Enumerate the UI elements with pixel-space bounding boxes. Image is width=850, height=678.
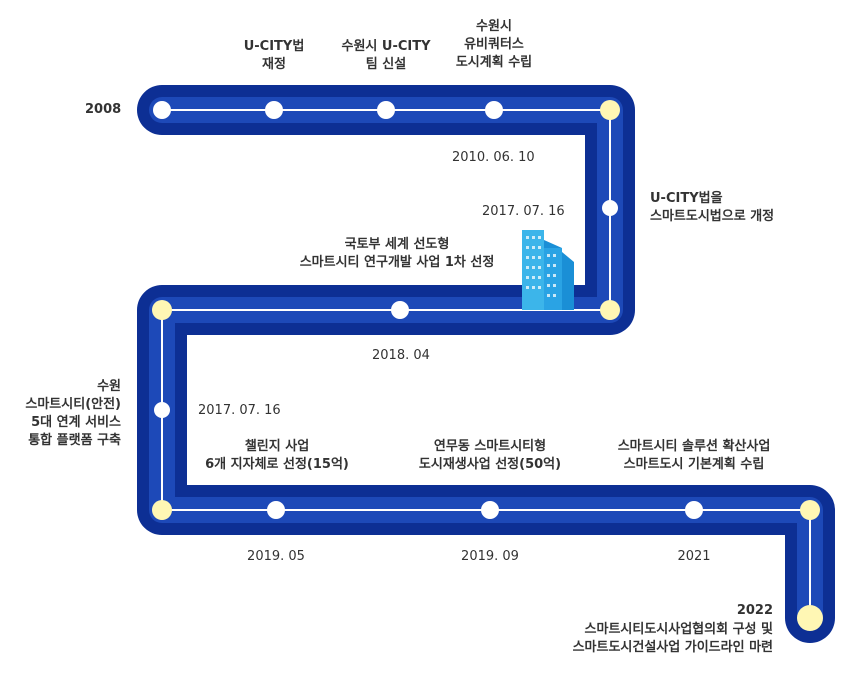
event-ucity-law-line1: U-CITY법 <box>243 39 305 54</box>
date-2017b-label: 2017. 07. 16 <box>198 403 281 418</box>
node-2019-09 <box>481 501 499 519</box>
event-law-amend-line2: 스마트도시법으로 개정 <box>650 209 775 224</box>
event-challenge: 챌린지 사업 6개 지자체로 선정(15억) <box>205 438 349 474</box>
event-solution-line1: 스마트시티 솔루션 확산사업 <box>617 439 771 454</box>
node-ucity-team <box>377 101 395 119</box>
date-2018-label: 2018. 04 <box>372 348 430 363</box>
event-suwon-platform-line4: 통합 플랫폼 구축 <box>28 433 121 448</box>
event-molit-selection-line1: 국토부 세계 선도형 <box>344 237 450 252</box>
event-ubiquitous-plan-line3: 도시계획 수립 <box>455 55 533 70</box>
event-ucity-law-line2: 재정 <box>262 57 286 72</box>
event-suwon-platform-line1: 수원 <box>97 379 121 394</box>
event-molit-selection-line2: 스마트시티 연구개발 사업 1차 선정 <box>299 255 495 270</box>
end-year-label: 2022 <box>736 603 773 618</box>
timeline-path-outer <box>137 85 835 643</box>
node-corner-4 <box>152 500 172 520</box>
node-2018 <box>391 301 409 319</box>
node-corner-1 <box>600 100 620 120</box>
event-2022: 스마트시티도시사업협의회 구성 및 스마트도시건설사업 가이드라인 마련 <box>573 621 773 657</box>
node-2021 <box>685 501 703 519</box>
event-ubiquitous-plan-line1: 수원시 <box>476 19 512 34</box>
node-law-amend <box>602 200 618 216</box>
event-2022-line1: 스마트시티도시사업협의회 구성 및 <box>584 622 773 637</box>
event-yeonmu: 연무동 스마트시티형 도시재생사업 선정(50억) <box>419 438 561 474</box>
node-suwon-platform <box>154 402 170 418</box>
node-ucity-law <box>265 101 283 119</box>
event-ucity-team-line1: 수원시 U-CITY <box>341 39 431 54</box>
timeline-path-inner <box>149 97 823 631</box>
date-2019-05-label: 2019. 05 <box>247 549 305 564</box>
node-corner-5 <box>800 500 820 520</box>
event-yeonmu-line1: 연무동 스마트시티형 <box>433 439 547 454</box>
event-suwon-platform-line2: 스마트시티(안전) <box>25 397 121 412</box>
node-2008 <box>153 101 171 119</box>
event-ucity-team: 수원시 U-CITY 팀 신설 <box>341 38 430 74</box>
node-2022 <box>797 605 823 631</box>
node-corner-3 <box>152 300 172 320</box>
date-2017a-label: 2017. 07. 16 <box>482 204 565 219</box>
event-challenge-line1: 챌린지 사업 <box>244 439 310 454</box>
event-2022-line2: 스마트도시건설사업 가이드라인 마련 <box>572 640 773 655</box>
node-ubiquitous-plan <box>485 101 503 119</box>
event-molit-selection: 국토부 세계 선도형 스마트시티 연구개발 사업 1차 선정 <box>300 236 495 272</box>
event-suwon-platform: 수원 스마트시티(안전) 5대 연계 서비스 통합 플랫폼 구축 <box>25 378 121 450</box>
city-building-icon <box>522 230 574 310</box>
event-law-amend-line1: U-CITY법을 <box>650 191 723 206</box>
date-2021-label: 2021 <box>677 549 711 564</box>
event-solution: 스마트시티 솔루션 확산사업 스마트도시 기본계획 수립 <box>618 438 771 474</box>
event-ubiquitous-plan: 수원시 유비쿼터스 도시계획 수립 <box>456 18 532 72</box>
date-2019-09-label: 2019. 09 <box>461 549 519 564</box>
node-2019-05 <box>267 501 285 519</box>
date-2010-label: 2010. 06. 10 <box>452 150 535 165</box>
timeline-path-line <box>161 109 811 618</box>
event-challenge-line2: 6개 지자체로 선정(15억) <box>205 457 349 472</box>
event-solution-line2: 스마트도시 기본계획 수립 <box>623 457 765 472</box>
event-ucity-law: U-CITY법 재정 <box>244 38 305 74</box>
event-yeonmu-line2: 도시재생사업 선정(50억) <box>418 457 562 472</box>
event-law-amend: U-CITY법을 스마트도시법으로 개정 <box>650 190 774 226</box>
node-corner-2 <box>600 300 620 320</box>
event-ucity-team-line2: 팀 신설 <box>365 57 407 72</box>
start-year-label: 2008 <box>85 102 122 117</box>
event-ubiquitous-plan-line2: 유비쿼터스 <box>464 37 524 52</box>
event-suwon-platform-line3: 5대 연계 서비스 <box>31 415 121 430</box>
